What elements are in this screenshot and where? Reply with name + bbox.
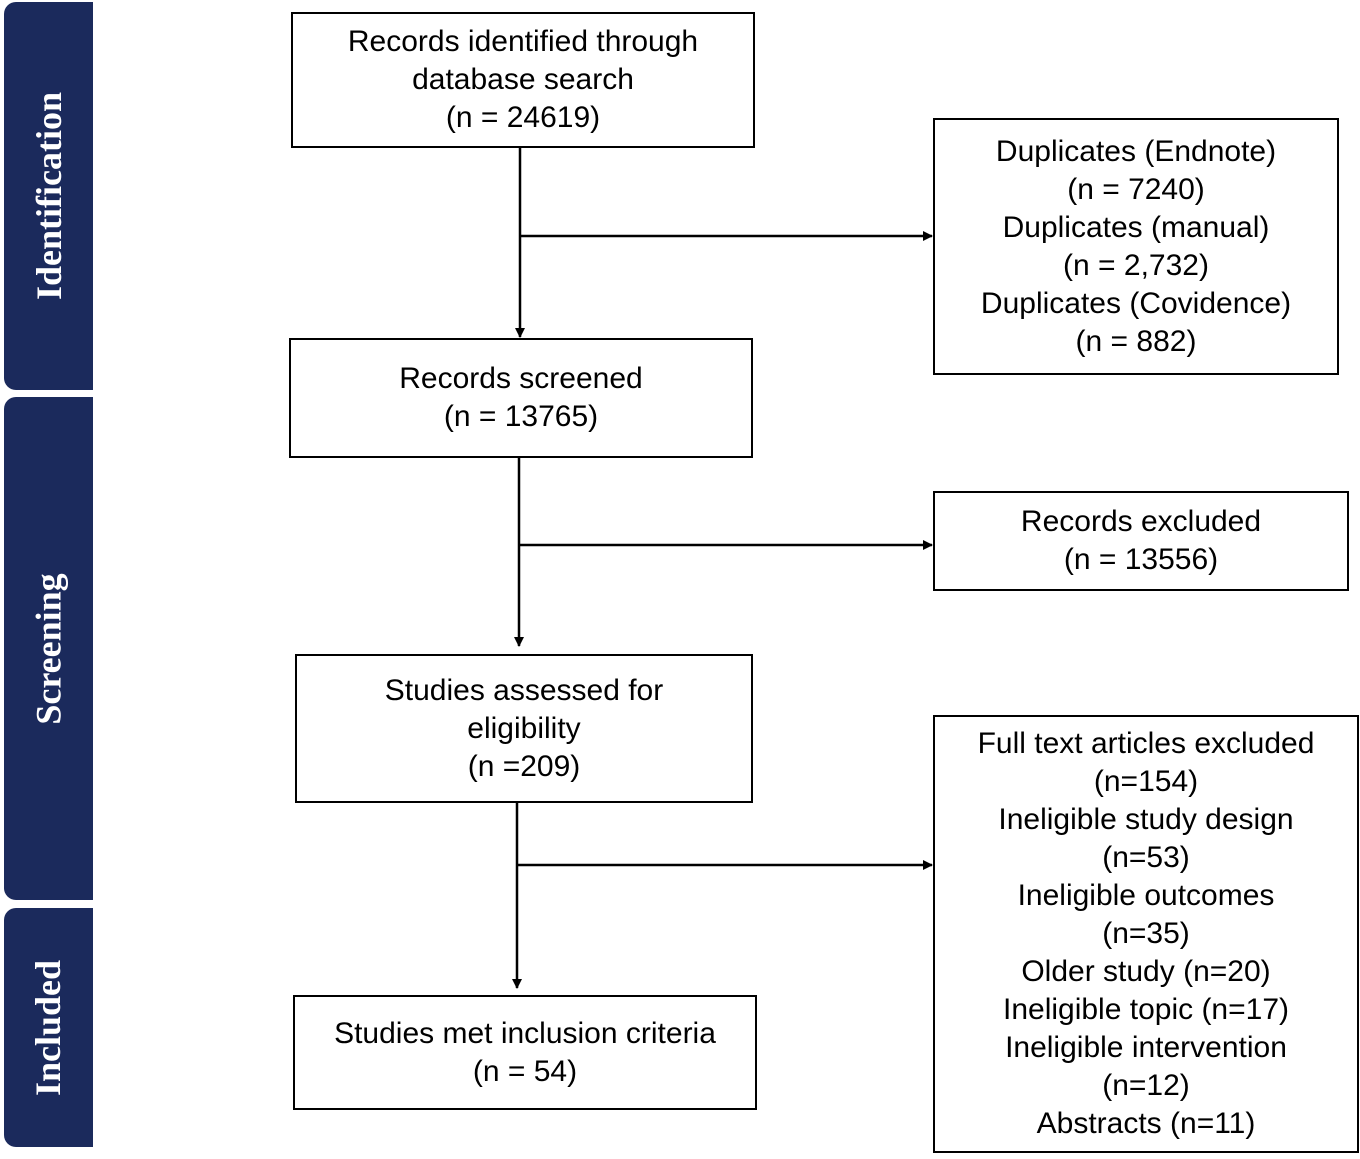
box-line: Ineligible outcomes <box>1017 879 1275 912</box>
box-records-screened: Records screened (n = 13765) <box>289 338 753 458</box>
box-line: (n = 24619) <box>445 101 601 134</box>
box-line: Ineligible topic (n=17) <box>1002 993 1289 1026</box>
box-line: (n = 13556) <box>1063 543 1219 576</box>
box-line: (n = 7240) <box>1067 172 1205 206</box>
box-duplicates: Duplicates (Endnote) (n = 7240) Duplicat… <box>933 118 1339 375</box>
box-line: (n = 54) <box>472 1054 578 1088</box>
box-line: (n=53) <box>1102 841 1190 874</box>
box-line: Ineligible study design <box>998 803 1294 836</box>
box-line: Full text articles excluded <box>977 727 1315 760</box>
box-line: Studies assessed for <box>384 673 664 707</box>
phase-screening: Screening <box>4 397 93 900</box>
box-line: (n = 2,732) <box>1063 248 1209 282</box>
box-records-excluded: Records excluded (n = 13556) <box>933 491 1349 591</box>
box-studies-assessed: Studies assessed for eligibility (n =209… <box>295 654 753 803</box>
box-line: Duplicates (manual) <box>1002 210 1270 244</box>
box-line: (n=154) <box>1093 765 1199 798</box>
box-line: Abstracts (n=11) <box>1036 1107 1256 1140</box>
box-line: database search <box>412 63 634 96</box>
box-line: Records identified through <box>347 25 699 58</box>
box-line: Ineligible intervention <box>1005 1031 1287 1064</box>
box-line: Studies met inclusion criteria <box>334 1016 716 1050</box>
box-line: (n = 13765) <box>443 400 599 433</box>
phase-identification: Identification <box>4 2 93 390</box>
box-line: Records screened <box>399 362 643 395</box>
box-line: (n=12) <box>1102 1069 1190 1102</box>
box-studies-included: Studies met inclusion criteria (n = 54) <box>293 995 757 1110</box>
box-line: (n = 882) <box>1075 324 1197 358</box>
phase-included: Included <box>4 908 93 1147</box>
box-line: eligibility <box>467 711 581 745</box>
box-line: Records excluded <box>1020 505 1262 538</box>
box-line: Older study (n=20) <box>1021 955 1271 988</box>
box-line: Duplicates (Endnote) <box>995 134 1277 168</box>
box-fulltext-excluded: Full text articles excluded (n=154) Inel… <box>933 715 1359 1153</box>
box-records-identified: Records identified through database sear… <box>291 12 755 148</box>
box-line: (n=35) <box>1102 917 1190 950</box>
box-line: (n =209) <box>467 749 581 783</box>
box-line: Duplicates (Covidence) <box>980 286 1292 320</box>
